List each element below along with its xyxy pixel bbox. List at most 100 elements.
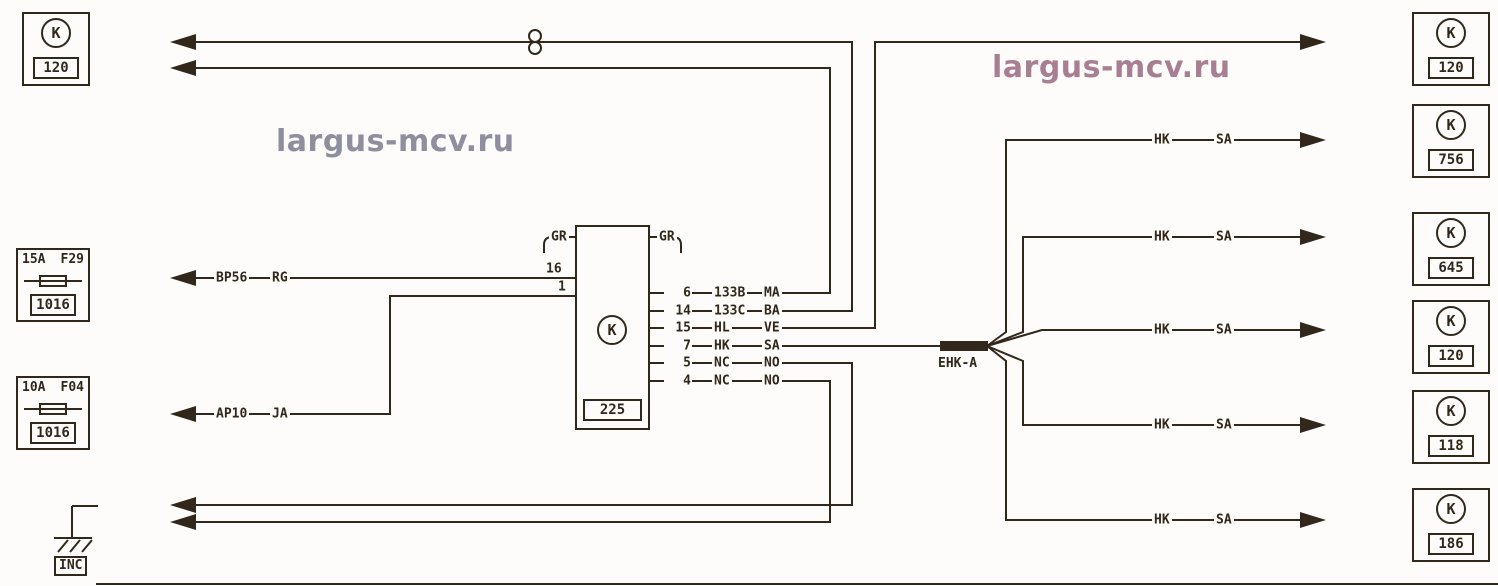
branch-1 xyxy=(986,139,1300,347)
wire-color-code: NO xyxy=(762,373,782,389)
connector-icon: K xyxy=(1436,494,1466,524)
fuse-code: F04 xyxy=(60,380,84,395)
connector-icon: K xyxy=(1436,396,1466,426)
arrow-left-icon xyxy=(170,34,196,50)
connector-icon-glyph: K xyxy=(1446,224,1456,242)
flow-arrows xyxy=(170,34,1326,530)
wire-code: BP56 xyxy=(214,270,250,286)
splice-bar xyxy=(940,341,988,351)
wire-nc-no-1 xyxy=(196,362,853,506)
wire-color-code: SA xyxy=(1214,512,1234,528)
branch-4 xyxy=(986,345,1300,426)
wire-nc-no-2 xyxy=(196,380,831,523)
arrow-right-icon xyxy=(1300,34,1326,50)
connector-icon-glyph: K xyxy=(1446,500,1456,518)
wire-color-code: RG xyxy=(270,270,290,286)
connector-box-left: K 120 xyxy=(22,12,90,86)
branch-5 xyxy=(986,345,1300,521)
wire-ap10-ja xyxy=(196,295,575,415)
connector-icon-glyph: K xyxy=(1446,24,1456,42)
watermark: largus-mcv.ru xyxy=(276,124,515,159)
wire-color-code: SA xyxy=(762,338,782,354)
connector-icon: K xyxy=(1436,18,1466,48)
connector-icon: K xyxy=(597,315,627,345)
pin-number: 1 xyxy=(556,279,568,295)
connector-icon-glyph: K xyxy=(1446,312,1456,330)
pin-number: 5 xyxy=(664,355,692,371)
connector-box-right: K 756 xyxy=(1412,104,1490,178)
connector-box-right: K 120 xyxy=(1412,12,1490,86)
connector-icon-glyph: K xyxy=(1446,402,1456,420)
connector-box-right: K 645 xyxy=(1412,212,1490,286)
pin-number: 15 xyxy=(664,320,692,336)
connector-box-right: K 118 xyxy=(1412,390,1490,464)
wire-133b-ma xyxy=(196,67,831,294)
connector-id: 118 xyxy=(1428,435,1474,457)
component-id: 225 xyxy=(583,399,642,421)
wire-code: 133B xyxy=(712,285,748,301)
arrow-left-icon xyxy=(170,406,196,422)
watermark: largus-mcv.ru xyxy=(992,50,1231,85)
splice-label: EHK-A xyxy=(936,356,980,371)
wire-code: HK xyxy=(1152,229,1172,245)
connector-id: 120 xyxy=(1428,345,1474,367)
pin-number: 16 xyxy=(544,261,564,277)
wire-code: HK xyxy=(1152,512,1172,528)
connector-icon: K xyxy=(1436,306,1466,336)
fuse-box-f29: 15A F29 1016 xyxy=(16,248,90,322)
wire-color-code: BA xyxy=(762,303,782,319)
arrow-right-icon xyxy=(1300,417,1326,433)
connector-icon-glyph: K xyxy=(1446,116,1456,134)
wire-code: NC xyxy=(712,355,732,371)
gr-label-right: GR xyxy=(657,229,677,245)
wire-hl-ve xyxy=(650,41,1300,329)
wire-color-code: NO xyxy=(762,355,782,371)
wire-color-code: SA xyxy=(1214,417,1234,433)
connector-id: 120 xyxy=(1428,57,1474,79)
arrow-left-icon xyxy=(170,497,196,513)
connector-box-right: K 120 xyxy=(1412,300,1490,374)
connector-id: 756 xyxy=(1428,149,1474,171)
wire-code: HK xyxy=(1152,417,1172,433)
connector-icon: K xyxy=(1436,218,1466,248)
connector-icon-glyph: K xyxy=(607,321,617,339)
fuse-holder-id: 1016 xyxy=(30,422,76,444)
pin-number: 4 xyxy=(664,373,692,389)
arrow-right-icon xyxy=(1300,132,1326,148)
connector-id: 120 xyxy=(33,57,79,79)
wire-code: 133C xyxy=(712,303,748,319)
wire-code: NC xyxy=(712,373,732,389)
pin-number: 14 xyxy=(664,303,692,319)
arrow-left-icon xyxy=(170,60,196,76)
wire-code: HK xyxy=(1152,132,1172,148)
wire-color-code: SA xyxy=(1214,132,1234,148)
connector-icon: K xyxy=(41,18,71,48)
pin-number: 6 xyxy=(664,285,692,301)
ground-label: INC xyxy=(54,556,88,576)
ground-symbol-icon xyxy=(54,505,98,553)
wire-code: AP10 xyxy=(214,406,250,422)
fuse-code: F29 xyxy=(60,252,84,267)
wire-color-code: JA xyxy=(270,406,290,422)
connector-icon-glyph: K xyxy=(51,24,61,42)
fuse-holder-id: 1016 xyxy=(30,294,76,316)
wire-code: HK xyxy=(1152,322,1172,338)
wire-133c-ba xyxy=(196,41,853,312)
branch-3 xyxy=(986,329,1300,347)
wire-color-code: SA xyxy=(1214,229,1234,245)
component-box-225: K 225 xyxy=(575,225,650,430)
connector-icon: K xyxy=(1436,110,1466,140)
fuse-symbol-icon xyxy=(24,274,82,287)
wire-color-code: SA xyxy=(1214,322,1234,338)
wire-color-code: MA xyxy=(762,285,782,301)
fuse-rating: 10A xyxy=(22,380,46,395)
arrow-left-icon xyxy=(170,270,196,286)
arrow-left-icon xyxy=(170,514,196,530)
arrow-right-icon xyxy=(1300,512,1326,528)
wire-code: HL xyxy=(712,320,732,336)
connector-id: 645 xyxy=(1428,257,1474,279)
wire-loop-icon xyxy=(528,29,542,55)
fuse-rating: 15A xyxy=(22,252,46,267)
